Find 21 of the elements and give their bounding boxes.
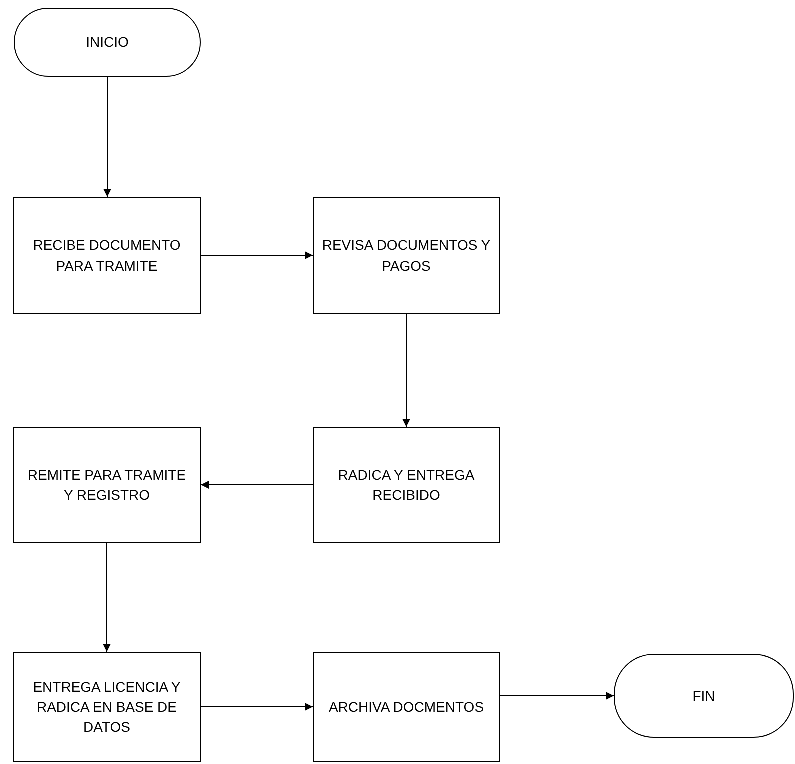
node-label: REMITE PARA TRAMITE Y REGISTRO	[26, 466, 188, 505]
arrow	[200, 252, 314, 260]
node-label: FIN	[692, 686, 716, 706]
arrow	[200, 703, 314, 711]
node-label: INICIO	[86, 33, 129, 52]
process-box	[13, 652, 201, 762]
arrow	[500, 692, 614, 700]
node-label: ENTREGA LICENCIA Y RADICA EN BASE DE DATOS	[32, 678, 182, 738]
process-box	[313, 652, 500, 762]
node-label: RECIBE DOCUMENTO PARA TRAMITE	[32, 236, 182, 276]
arrow	[200, 481, 314, 489]
process-box	[313, 427, 500, 543]
node-label: REVISA DOCUMENTOS Y PAGOS	[322, 236, 491, 276]
arrow	[103, 542, 111, 652]
arrow	[402, 314, 410, 428]
process-box	[313, 197, 500, 314]
node-label: RADICA Y ENTREGA RECIBIDO	[337, 466, 476, 505]
process-box	[13, 197, 201, 314]
arrow	[104, 76, 112, 198]
process-box	[13, 427, 201, 543]
node-label: ARCHIVA DOCMENTOS	[328, 698, 484, 717]
